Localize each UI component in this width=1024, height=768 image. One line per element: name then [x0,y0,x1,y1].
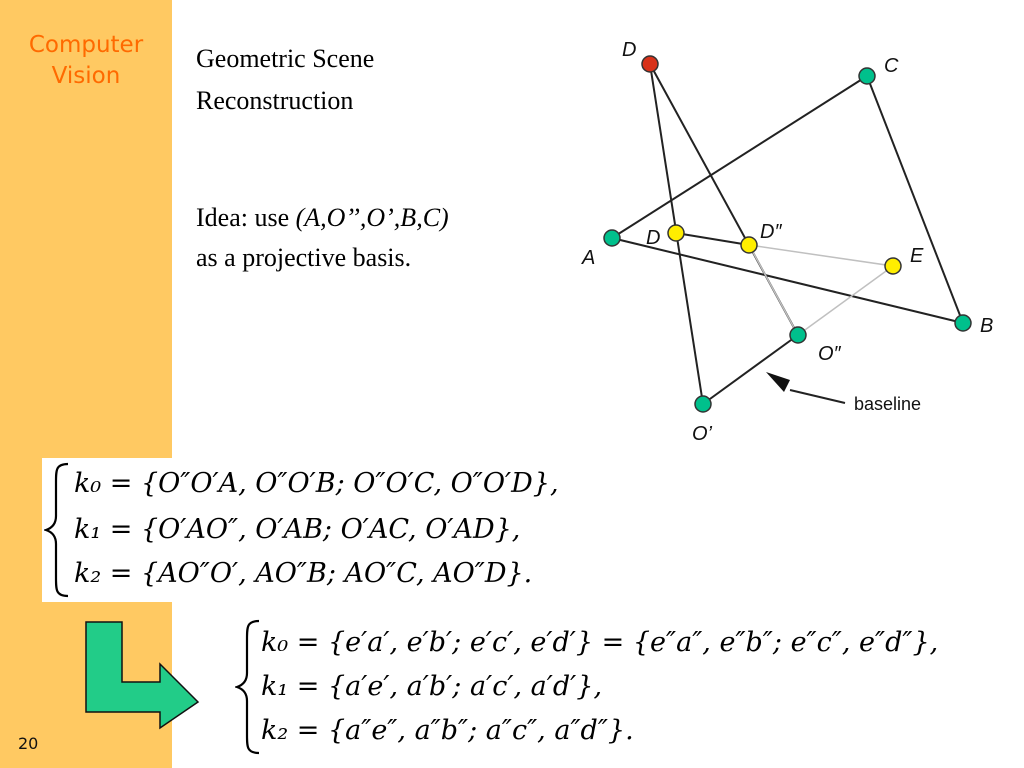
equation-block-2d: k₀ = {e′a′, e′b′; e′c′, e′d′} = {e″a″, e… [235,617,1015,757]
point-O-prime [694,395,712,413]
line-D-Ddprime [675,232,750,246]
l-arrow-icon [85,621,200,730]
diagram-labels: D C A D D″ E B O″ O’ [581,39,993,445]
title-line-2: Reconstruction [196,86,354,115]
geometry-diagram: D C A D D″ E B O″ O’ baseline [581,39,993,445]
slide-title: Geometric Scene Reconstruction [196,38,374,122]
label-B: B [980,315,993,337]
point-C [858,67,876,85]
label-A: A [581,247,595,269]
label-D-dprime: D″ [760,221,782,243]
equation-block-3d: k₀ = {O″O′A, O″O′B; O″O′C, O″O′D}, k₁ = … [42,458,644,602]
equation-k2-2d: k₂ = {a″e″, a″b″; a″c″, a″d″}. [261,715,634,746]
point-D-top [641,55,659,73]
point-D-mid [667,224,685,242]
diagram-lines [611,63,964,405]
brand-title: Computer Vision [0,30,172,92]
point-A [603,229,621,247]
idea-line-2: as a projective basis. [196,243,412,272]
line-A-B [611,237,964,324]
left-brace-icon [44,462,69,598]
equation-k0-3d: k₀ = {O″O′A, O″O′B; O″O′C, O″O′D}, [74,468,559,499]
diagram-points [603,55,972,413]
label-E: E [910,245,924,267]
idea-basis: (A,O’’,O’,B,C) [295,203,449,232]
equation-k0-2d: k₀ = {e′a′, e′b′; e′c′, e′d′} = {e″a″, e… [261,627,939,658]
idea-text: Idea: use (A,O’’,O’,B,C) as a projective… [196,198,449,278]
equation-k1-3d: k₁ = {O′AO″, O′AB; O′AC, O′AD}, [74,514,521,545]
equation-k2-3d: k₂ = {AO″O′, AO″B; AO″C, AO″D}. [74,558,533,589]
left-brace-icon [235,619,260,755]
title-line-1: Geometric Scene [196,44,375,73]
brand-line-1: Computer [28,32,144,58]
label-D-mid: D [646,227,660,249]
baseline-arrowhead [766,372,790,392]
label-O-prime: O’ [692,423,713,445]
idea-prefix: Idea: use [196,203,296,232]
label-D-top: D [622,39,636,61]
diagram-gray-lines [748,244,894,336]
point-B [954,314,972,332]
point-O-dprime [789,326,807,344]
brand-line-2: Vision [51,63,121,89]
label-O-dprime: O″ [818,343,842,365]
line-baseline [702,334,799,405]
label-baseline: baseline [854,394,921,414]
point-D-dprime [740,236,758,254]
baseline-pointer-line [789,389,846,404]
idea-line-1: Idea: use (A,O’’,O’,B,C) [196,198,449,238]
equation-k1-2d: k₁ = {a′e′, a′b′; a′c′, a′d′}, [261,671,603,702]
point-E [884,257,902,275]
page-number: 20 [18,734,39,753]
line-C-B [866,75,964,324]
label-C: C [884,55,899,77]
line-C-A [611,75,868,239]
